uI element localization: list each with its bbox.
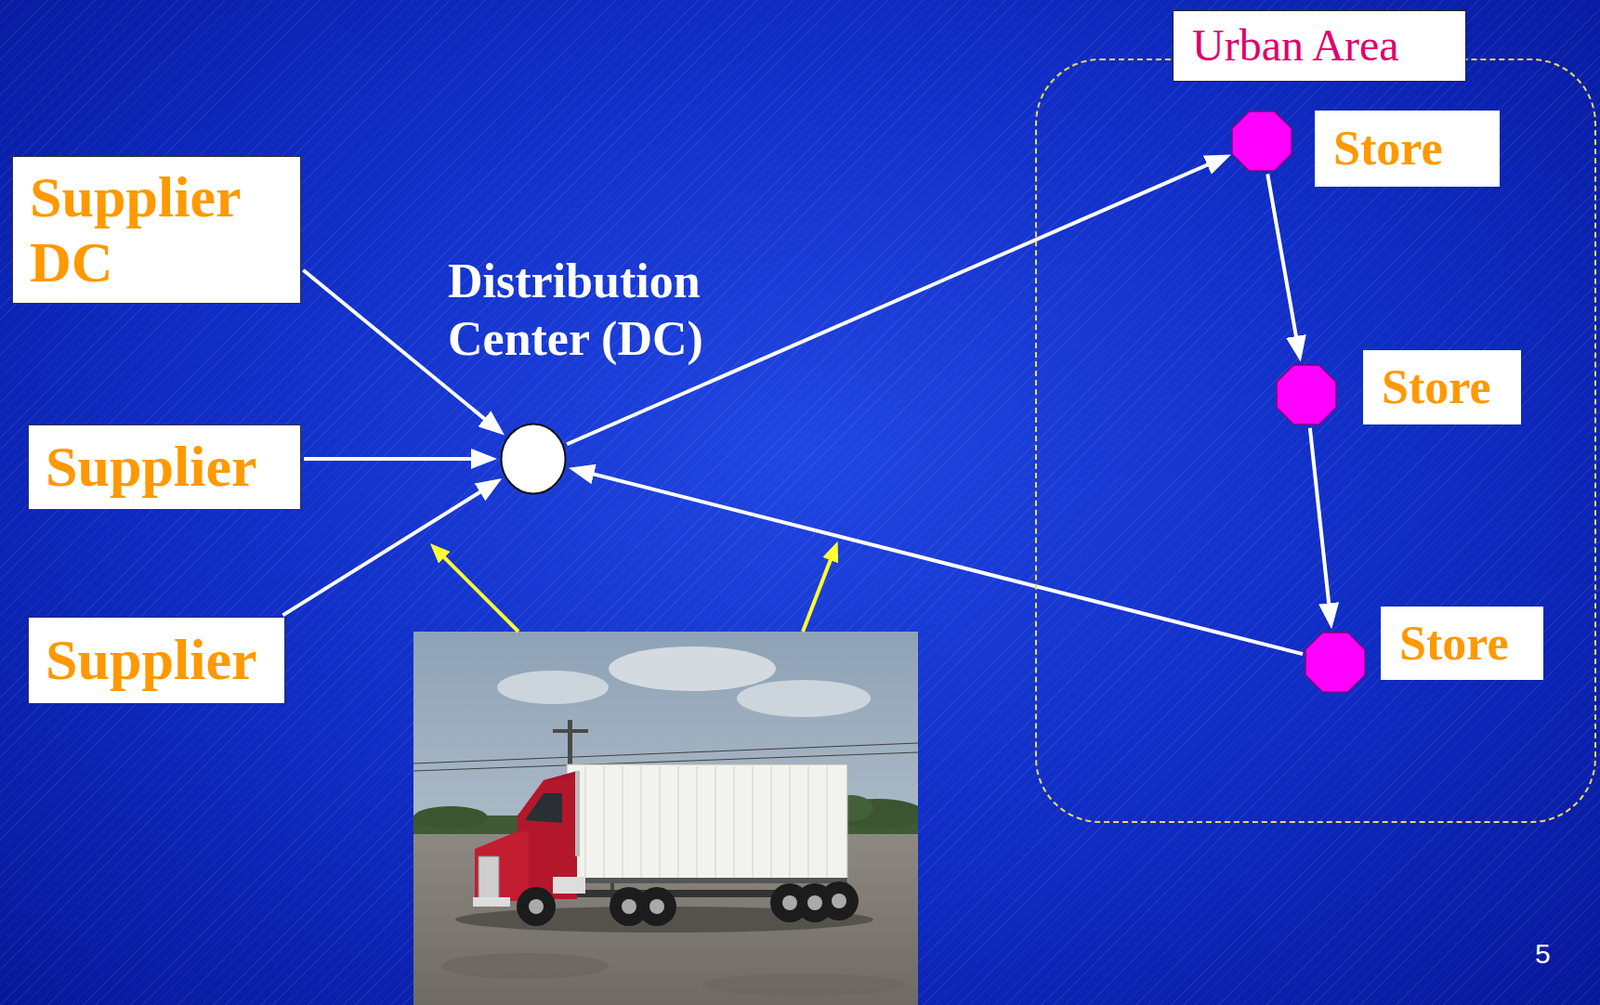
supplier-label: Supplier [45,628,268,693]
flow-arrow [1310,428,1331,618]
flow-arrow [579,471,1304,656]
store-label: Store [1381,360,1491,414]
leader-arrow [436,550,519,632]
urban-area-region: Urban AreaStoreStoreStore [1035,58,1597,824]
distribution-center: Distribution Center (DC) [436,252,716,499]
region-heading-box: Urban Area [1172,10,1467,82]
store-node: Store [1231,110,1500,187]
store-node: Store [1304,606,1544,694]
dc-label: Distribution Center (DC) [447,252,716,369]
supplier-box: Supplier [27,424,302,511]
store-label-box: Store [1380,606,1544,681]
supplier-label: Supplier DC [29,165,284,295]
leader-arrow [802,550,835,632]
store-octagon [1275,364,1338,426]
dc-circle [499,422,567,496]
page-number: 5 [1534,938,1551,970]
flow-arrow [282,484,493,616]
store-label-box: Store [1363,350,1522,425]
store-node: Store [1275,350,1522,426]
supplier-label: Supplier [45,434,284,499]
store-label: Store [1333,121,1443,175]
supplier-box: Supplier DC [12,156,302,304]
flow-arrow [303,457,486,461]
region-heading: Urban Area [1192,21,1400,71]
store-label-box: Store [1314,110,1500,187]
store-octagon [1304,631,1366,694]
store-octagon [1231,110,1293,172]
store-label: Store [1399,616,1509,670]
truck-photo [413,631,919,1005]
flow-arrow [1267,173,1299,351]
supplier-box: Supplier [27,616,286,705]
